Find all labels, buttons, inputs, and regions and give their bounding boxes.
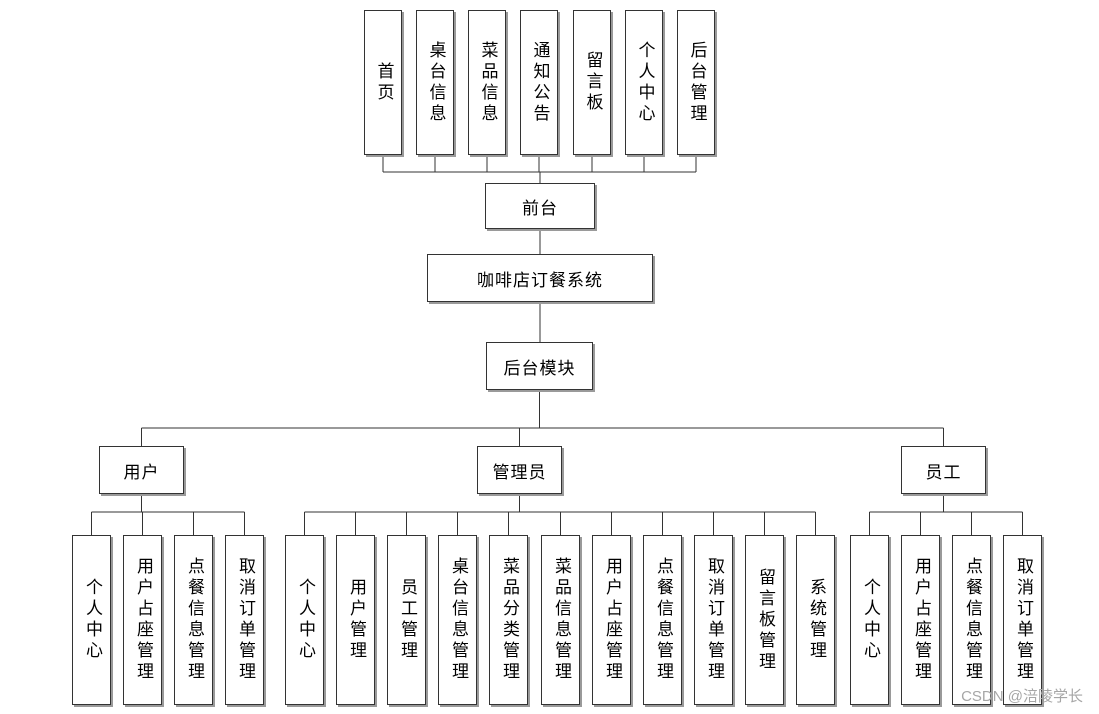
role-2-module-9: 取消订单管理 (694, 535, 733, 705)
role-3-module-1-label: 个人中心 (860, 578, 880, 662)
role-1-module-2: 用户占座管理 (123, 535, 162, 705)
role-2-module-6: 菜品信息管理 (541, 535, 580, 705)
front-module-6: 个人中心 (625, 10, 663, 155)
front-module-1-label: 首页 (373, 61, 394, 104)
front-module-5-label: 留言板 (582, 51, 603, 114)
role-node-3: 员工 (901, 446, 986, 494)
role-2-module-5-label: 菜品分类管理 (499, 557, 519, 683)
role-1-module-1-label: 个人中心 (82, 578, 102, 662)
front-module-4-label: 通知公告 (529, 40, 550, 125)
role-2-module-3-label: 员工管理 (397, 578, 417, 662)
role-2-module-11: 系统管理 (796, 535, 835, 705)
front-module-6-label: 个人中心 (634, 40, 655, 125)
role-2-module-1: 个人中心 (285, 535, 324, 705)
role-2-module-9-label: 取消订单管理 (704, 557, 724, 683)
front-module-7: 后台管理 (677, 10, 715, 155)
front-module-7-label: 后台管理 (686, 40, 707, 125)
front-module-5: 留言板 (573, 10, 611, 155)
watermark: CSDN @涪陵学长 (961, 688, 1083, 705)
role-3-module-4-label: 取消订单管理 (1013, 557, 1033, 683)
backend-node-label: 后台模块 (503, 358, 576, 379)
role-2-module-1-label: 个人中心 (295, 578, 315, 662)
role-1-module-3-label: 点餐信息管理 (184, 557, 204, 683)
role-2-module-2: 用户管理 (336, 535, 375, 705)
role-node-2-label: 管理员 (492, 462, 547, 483)
front-module-3: 菜品信息 (468, 10, 506, 155)
role-2-module-6-label: 菜品信息管理 (551, 557, 571, 683)
role-1-module-3: 点餐信息管理 (174, 535, 213, 705)
role-2-module-8: 点餐信息管理 (643, 535, 682, 705)
role-3-module-2: 用户占座管理 (901, 535, 940, 705)
role-2-module-4: 桌台信息管理 (438, 535, 477, 705)
front-module-2: 桌台信息 (416, 10, 454, 155)
system-node: 咖啡店订餐系统 (427, 254, 653, 302)
role-1-module-4: 取消订单管理 (225, 535, 264, 705)
front-module-4: 通知公告 (520, 10, 558, 155)
role-node-1: 用户 (99, 446, 184, 494)
role-3-module-1: 个人中心 (850, 535, 889, 705)
role-2-module-5: 菜品分类管理 (489, 535, 528, 705)
role-2-module-10-label: 留言板管理 (755, 567, 775, 673)
role-3-module-3-label: 点餐信息管理 (962, 557, 982, 683)
role-node-1-label: 用户 (123, 462, 160, 483)
role-3-module-3: 点餐信息管理 (952, 535, 991, 705)
role-2-module-7: 用户占座管理 (592, 535, 631, 705)
front-module-1: 首页 (364, 10, 402, 155)
front-module-3-label: 菜品信息 (477, 40, 498, 125)
system-node-label: 咖啡店订餐系统 (477, 270, 603, 291)
front-module-2-label: 桌台信息 (425, 40, 446, 125)
backend-node: 后台模块 (486, 342, 593, 390)
role-2-module-4-label: 桌台信息管理 (448, 557, 468, 683)
front-node-label: 前台 (522, 198, 558, 219)
role-2-module-11-label: 系统管理 (806, 578, 826, 662)
role-1-module-2-label: 用户占座管理 (133, 557, 153, 683)
role-node-2: 管理员 (477, 446, 562, 494)
role-2-module-3: 员工管理 (387, 535, 426, 705)
role-2-module-10: 留言板管理 (745, 535, 784, 705)
front-node: 前台 (485, 183, 595, 229)
role-1-module-4-label: 取消订单管理 (235, 557, 255, 683)
role-1-module-1: 个人中心 (72, 535, 111, 705)
role-3-module-4: 取消订单管理 (1003, 535, 1042, 705)
role-node-3-label: 员工 (925, 462, 962, 483)
role-2-module-2-label: 用户管理 (346, 578, 366, 662)
role-3-module-2-label: 用户占座管理 (911, 557, 931, 683)
role-2-module-7-label: 用户占座管理 (602, 557, 622, 683)
role-2-module-8-label: 点餐信息管理 (653, 557, 673, 683)
